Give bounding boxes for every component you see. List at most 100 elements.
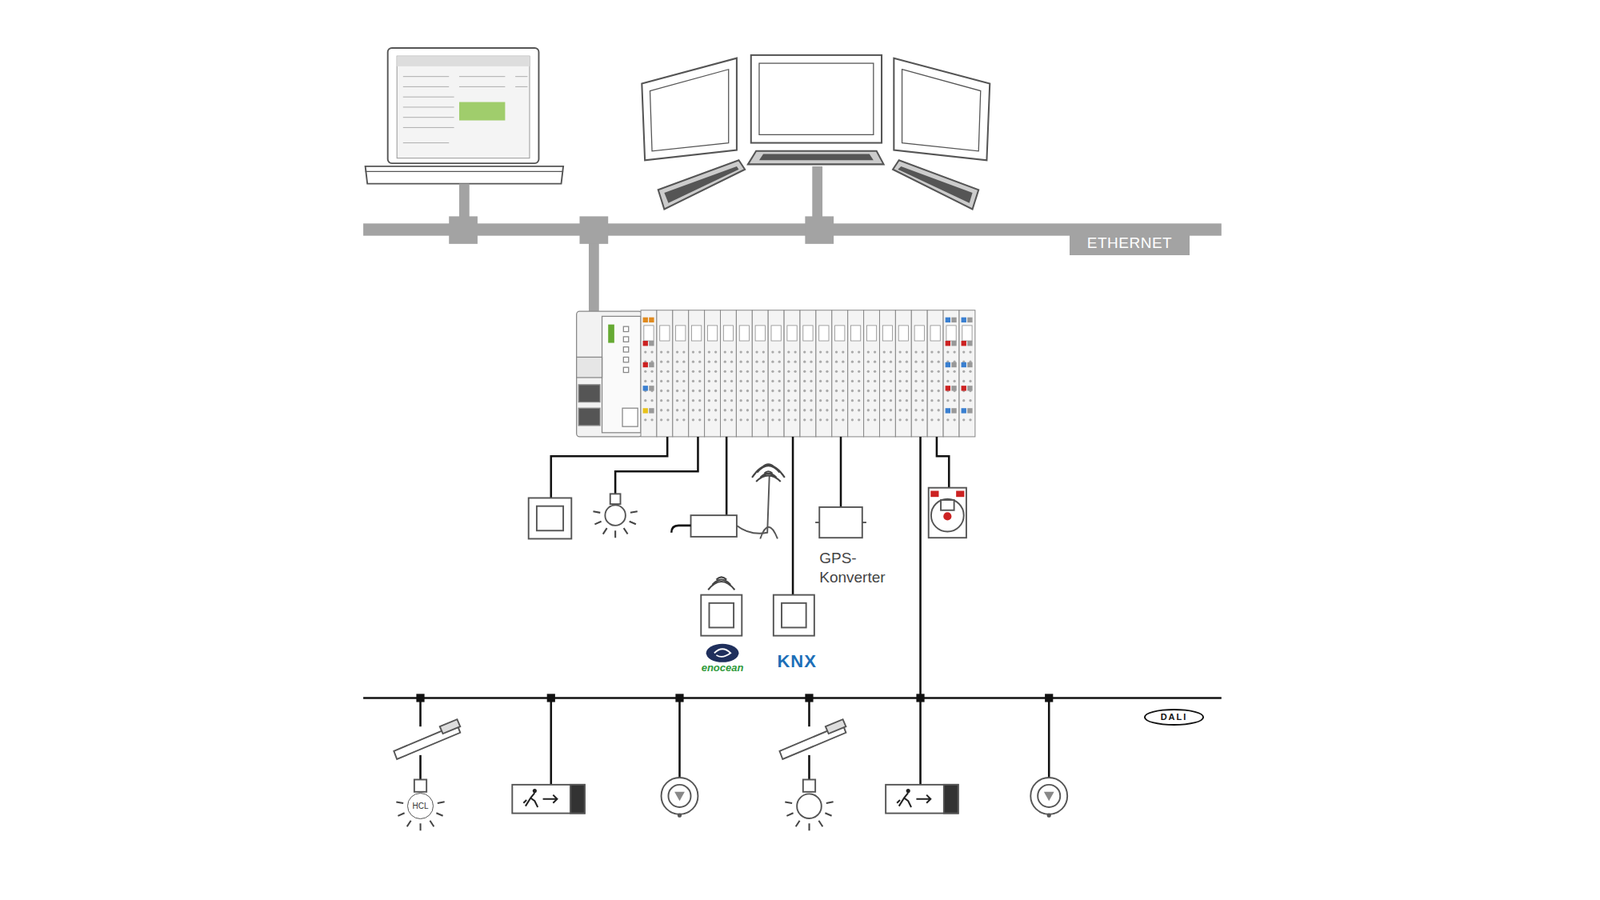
io-module — [656, 310, 673, 437]
controller — [576, 311, 643, 437]
terminal — [835, 380, 838, 383]
field-devices — [931, 499, 964, 532]
wires — [919, 697, 922, 784]
terminal — [841, 360, 844, 364]
terminal — [739, 389, 742, 392]
terminal — [666, 408, 669, 412]
light-ray — [437, 801, 445, 804]
ethernet-bus — [363, 166, 1222, 312]
controller — [578, 408, 600, 426]
terminal — [660, 360, 663, 364]
field-devices — [752, 464, 785, 478]
wires — [919, 436, 922, 699]
terminal — [825, 380, 828, 383]
dali-devices — [944, 784, 959, 814]
ethernet-bus — [579, 216, 608, 244]
terminal — [650, 418, 653, 421]
laptop — [403, 127, 455, 128]
terminal — [778, 370, 781, 373]
terminal — [698, 360, 701, 364]
terminal — [793, 389, 796, 392]
terminal — [883, 350, 886, 353]
field-devices — [862, 521, 867, 524]
terminal — [867, 370, 870, 373]
terminal — [930, 360, 933, 364]
laptop — [403, 76, 528, 144]
field-devices — [700, 595, 742, 636]
node-text: GPS- Konverter — [819, 548, 900, 588]
terminal — [724, 408, 727, 412]
terminal — [771, 399, 774, 402]
io-module — [640, 310, 657, 437]
terminal — [714, 370, 717, 373]
terminal — [650, 399, 653, 402]
light-ray — [624, 528, 628, 534]
terminal — [851, 350, 854, 353]
enocean-logo — [706, 644, 740, 663]
terminal — [946, 399, 949, 402]
io-module — [959, 310, 976, 437]
terminal — [755, 350, 758, 353]
terminal — [809, 360, 812, 364]
terminal — [724, 389, 727, 392]
terminal — [889, 408, 892, 412]
module-label — [962, 325, 972, 341]
terminal — [962, 399, 965, 402]
terminal — [724, 380, 727, 383]
bus-dots — [804, 693, 813, 702]
bus-dots — [416, 693, 1053, 702]
terminal — [809, 408, 812, 412]
terminal — [714, 389, 717, 392]
terminal — [867, 350, 870, 353]
terminal — [968, 370, 972, 373]
terminal — [714, 408, 717, 412]
terminal — [946, 418, 949, 421]
terminal — [746, 370, 749, 373]
ethernet-bus — [812, 166, 823, 225]
terminal — [841, 350, 844, 353]
terminal — [905, 360, 908, 364]
terminal — [676, 360, 679, 364]
module-label — [930, 325, 940, 341]
terminal — [883, 370, 886, 373]
field-devices — [930, 491, 939, 498]
terminal — [905, 389, 908, 392]
dali-devices — [808, 755, 811, 780]
terminal — [889, 418, 892, 421]
terminal — [851, 408, 854, 412]
terminal — [937, 399, 940, 402]
node-text: DALI — [1160, 712, 1188, 722]
terminal — [708, 360, 711, 364]
terminal — [666, 360, 669, 364]
module-label — [707, 325, 717, 341]
terminal — [755, 408, 758, 412]
terminal — [905, 399, 908, 402]
laptop — [459, 86, 505, 88]
terminal — [698, 389, 701, 392]
status-led — [643, 408, 648, 413]
terminal — [730, 408, 733, 412]
terminal — [698, 380, 701, 383]
io-module — [816, 310, 832, 437]
status-led — [648, 408, 654, 413]
terminal — [676, 370, 679, 373]
dali-devices — [1030, 777, 1068, 815]
dali-devices — [414, 779, 427, 792]
terminal — [841, 370, 844, 373]
field-devices — [708, 576, 735, 590]
terminal — [937, 370, 940, 373]
field-devices — [781, 603, 807, 628]
monitors — [751, 55, 882, 144]
terminal — [937, 389, 940, 392]
terminal — [793, 408, 796, 412]
terminal — [857, 399, 860, 402]
wires — [551, 436, 668, 499]
terminal — [867, 360, 870, 364]
terminal — [968, 350, 972, 353]
io-module — [752, 310, 768, 437]
terminal — [755, 360, 758, 364]
module-label — [692, 325, 702, 341]
wires — [363, 436, 1222, 785]
terminal — [898, 399, 901, 402]
terminal — [755, 399, 758, 402]
